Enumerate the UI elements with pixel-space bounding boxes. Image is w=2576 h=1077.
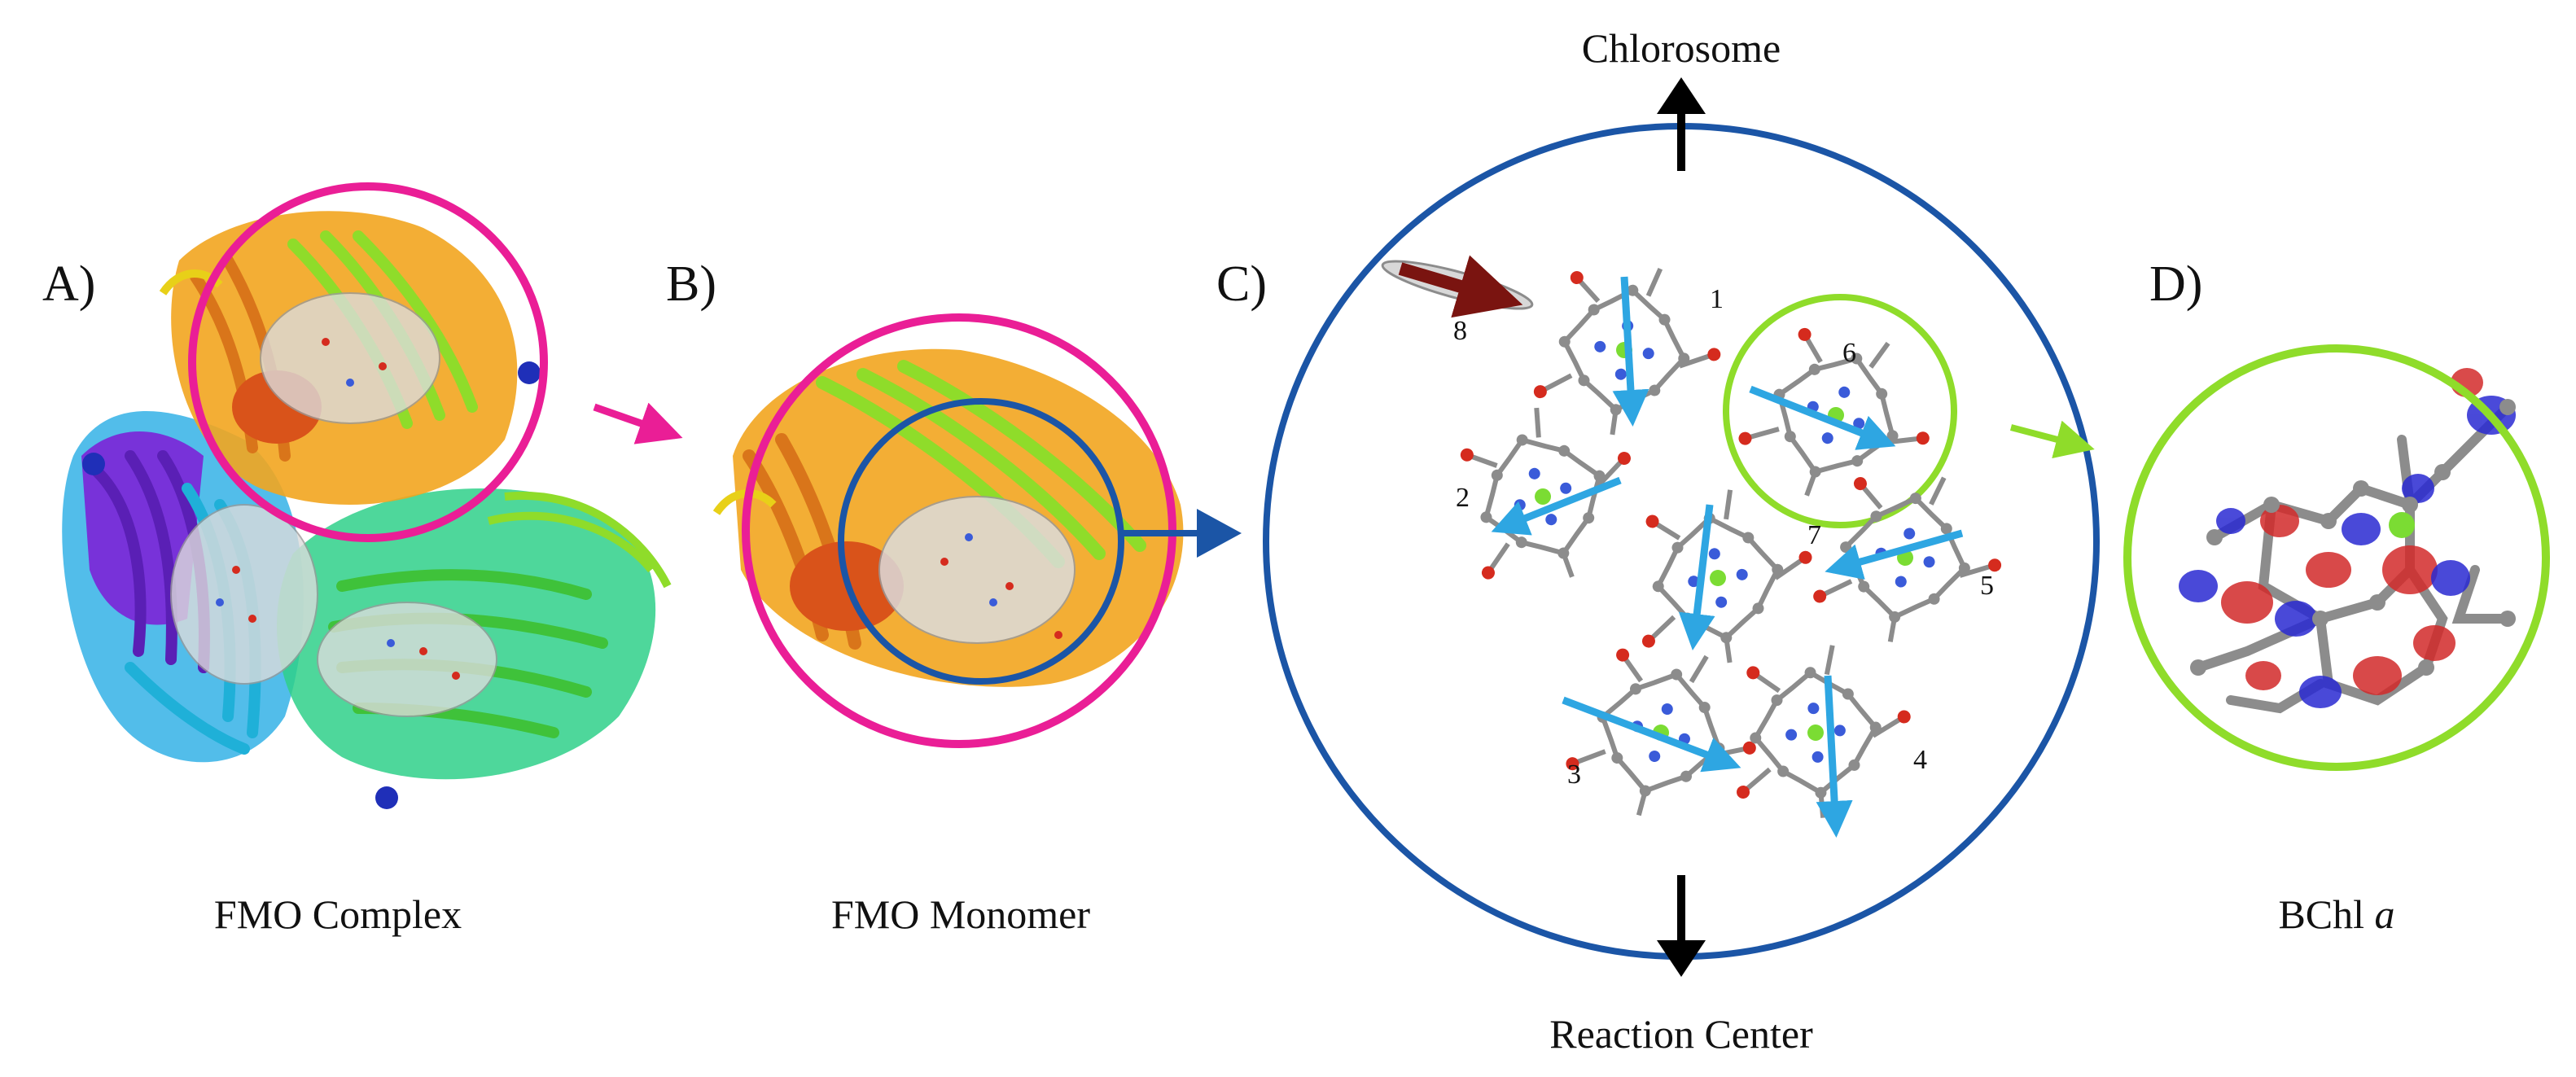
caption-bchl-text: BChl (2278, 891, 2375, 937)
mg-atom (1710, 570, 1726, 586)
mg-atom (1535, 488, 1551, 505)
site-label-4: 4 (1913, 745, 1927, 775)
bchl-a-orbital-structure (2179, 368, 2516, 714)
caption-bchl-italic: a (2374, 891, 2395, 937)
bchl-molecule-4 (1737, 645, 1911, 818)
bchl-molecule-8 (1381, 255, 1534, 318)
site-labels: 1 2 3 4 5 6 7 8 (1453, 284, 1994, 790)
dipole-arrow-1 (1612, 276, 1649, 427)
caption-bchl-a: BChl a (2278, 894, 2394, 935)
highlight-circle-monomer (188, 182, 548, 542)
bchl-highlight-circle (2123, 344, 2550, 771)
dipole-arrow-8 (1398, 255, 1523, 318)
site-label-8: 8 (1453, 316, 1467, 346)
panel-label-d: D) (2149, 256, 2203, 312)
arrow-down-to-reaction-center (1657, 875, 1706, 977)
highlight-circle-pigments (838, 398, 1124, 685)
dipole-arrow-3 (1562, 696, 1741, 773)
dipole-arrow-4 (1816, 675, 1853, 838)
bchl-molecule-2 (1460, 407, 1631, 580)
caption-fmo-complex: FMO Complex (213, 891, 462, 937)
bchl-pigments (1381, 255, 2002, 838)
panel-label-b: B) (666, 256, 716, 312)
chlorosome-label: Chlorosome (1581, 25, 1781, 71)
bchl-molecule-7 (1641, 489, 1812, 663)
site-label-5: 5 (1980, 571, 1994, 601)
arrow-c-to-d (2009, 420, 2095, 459)
fmo-complex-structure (62, 211, 672, 809)
site-label-2: 2 (1456, 483, 1470, 513)
panel-label-c: C) (1216, 256, 1267, 312)
panel-label-a: A) (42, 256, 96, 312)
bchl-molecule-5 (1813, 476, 2002, 642)
site-label-6: 6 (1842, 338, 1856, 368)
site-label-7: 7 (1807, 520, 1821, 550)
caption-fmo-monomer: FMO Monomer (830, 891, 1091, 937)
bchl-molecule-3 (1566, 648, 1756, 817)
dipole-arrow-7 (1678, 504, 1715, 650)
site-6-highlight-circle (1723, 294, 1957, 528)
mg-atom (1807, 725, 1824, 741)
pigment-clusters (170, 292, 497, 717)
arrow-a-to-b (593, 402, 683, 444)
site-label-1: 1 (1710, 284, 1724, 314)
arrow-b-to-c-head (1197, 509, 1242, 558)
reaction-center-label: Reaction Center (1549, 1011, 1813, 1057)
dipole-arrow-5 (1825, 529, 1964, 580)
dipole-arrow-2 (1491, 476, 1622, 536)
site-label-3: 3 (1567, 760, 1581, 790)
dipole-arrow-6 (1749, 385, 1896, 450)
arrow-up-to-chlorosome (1657, 77, 1706, 171)
